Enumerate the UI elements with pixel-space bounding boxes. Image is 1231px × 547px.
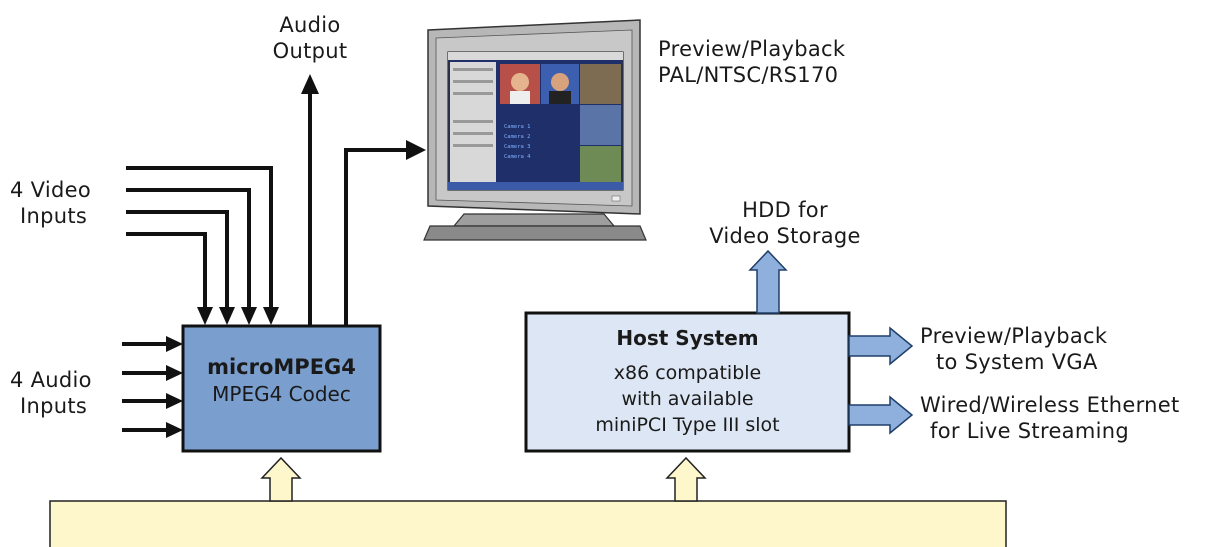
host-title: Host System xyxy=(616,326,759,350)
video-input-lines xyxy=(126,166,273,312)
svg-text:Camera 2: Camera 2 xyxy=(504,134,531,140)
preview-vga-label: Preview/Playback to System VGA xyxy=(920,324,1108,374)
video-input-arrowheads xyxy=(197,307,279,325)
bus-to-codec-arrow xyxy=(260,456,302,502)
codec-box xyxy=(181,324,382,453)
audio-output-arrow xyxy=(301,74,319,326)
codec-to-monitor-arrow xyxy=(344,140,426,326)
codec-title: microMPEG4 xyxy=(207,355,356,379)
host-line: miniPCI Type III slot xyxy=(595,414,780,436)
host-to-vga-arrow xyxy=(848,326,914,366)
monitor: Camera 1 Camera 2 Camera 3 Camera 4 xyxy=(423,19,647,241)
monitor-stand xyxy=(452,213,616,227)
camera-list: Camera 1 Camera 2 Camera 3 Camera 4 xyxy=(504,124,531,160)
host-line: with available xyxy=(621,388,754,410)
host-box-text: Host System x86 compatible with availabl… xyxy=(526,326,849,438)
bus-to-host-arrow xyxy=(665,456,707,502)
host-line: x86 compatible xyxy=(613,362,762,384)
preview-pal-label: Preview/Playback PAL/NTSC/RS170 xyxy=(658,37,846,87)
codec-subtitle: MPEG4 Codec xyxy=(212,382,351,406)
audio-inputs-label: 4 Audio Inputs xyxy=(10,368,92,418)
video-inputs-label: 4 Video Inputs xyxy=(10,178,91,228)
ethernet-label: Wired/Wireless Ethernet for Live Streami… xyxy=(920,393,1180,443)
hdd-label: HDD for Video Storage xyxy=(709,198,861,248)
host-to-hdd-arrow xyxy=(748,249,788,314)
codec-box-text: microMPEG4 MPEG4 Codec xyxy=(183,355,380,406)
monitor-base xyxy=(423,225,647,241)
svg-text:Camera 1: Camera 1 xyxy=(504,124,531,130)
audio-output-label: Audio Output xyxy=(272,13,348,63)
svg-text:Camera 4: Camera 4 xyxy=(504,154,531,160)
host-to-ethernet-arrow xyxy=(848,395,914,435)
audio-input-arrows xyxy=(122,336,183,438)
host-box xyxy=(524,311,851,453)
pci-bus xyxy=(49,500,1007,547)
svg-text:Camera 3: Camera 3 xyxy=(504,144,531,150)
